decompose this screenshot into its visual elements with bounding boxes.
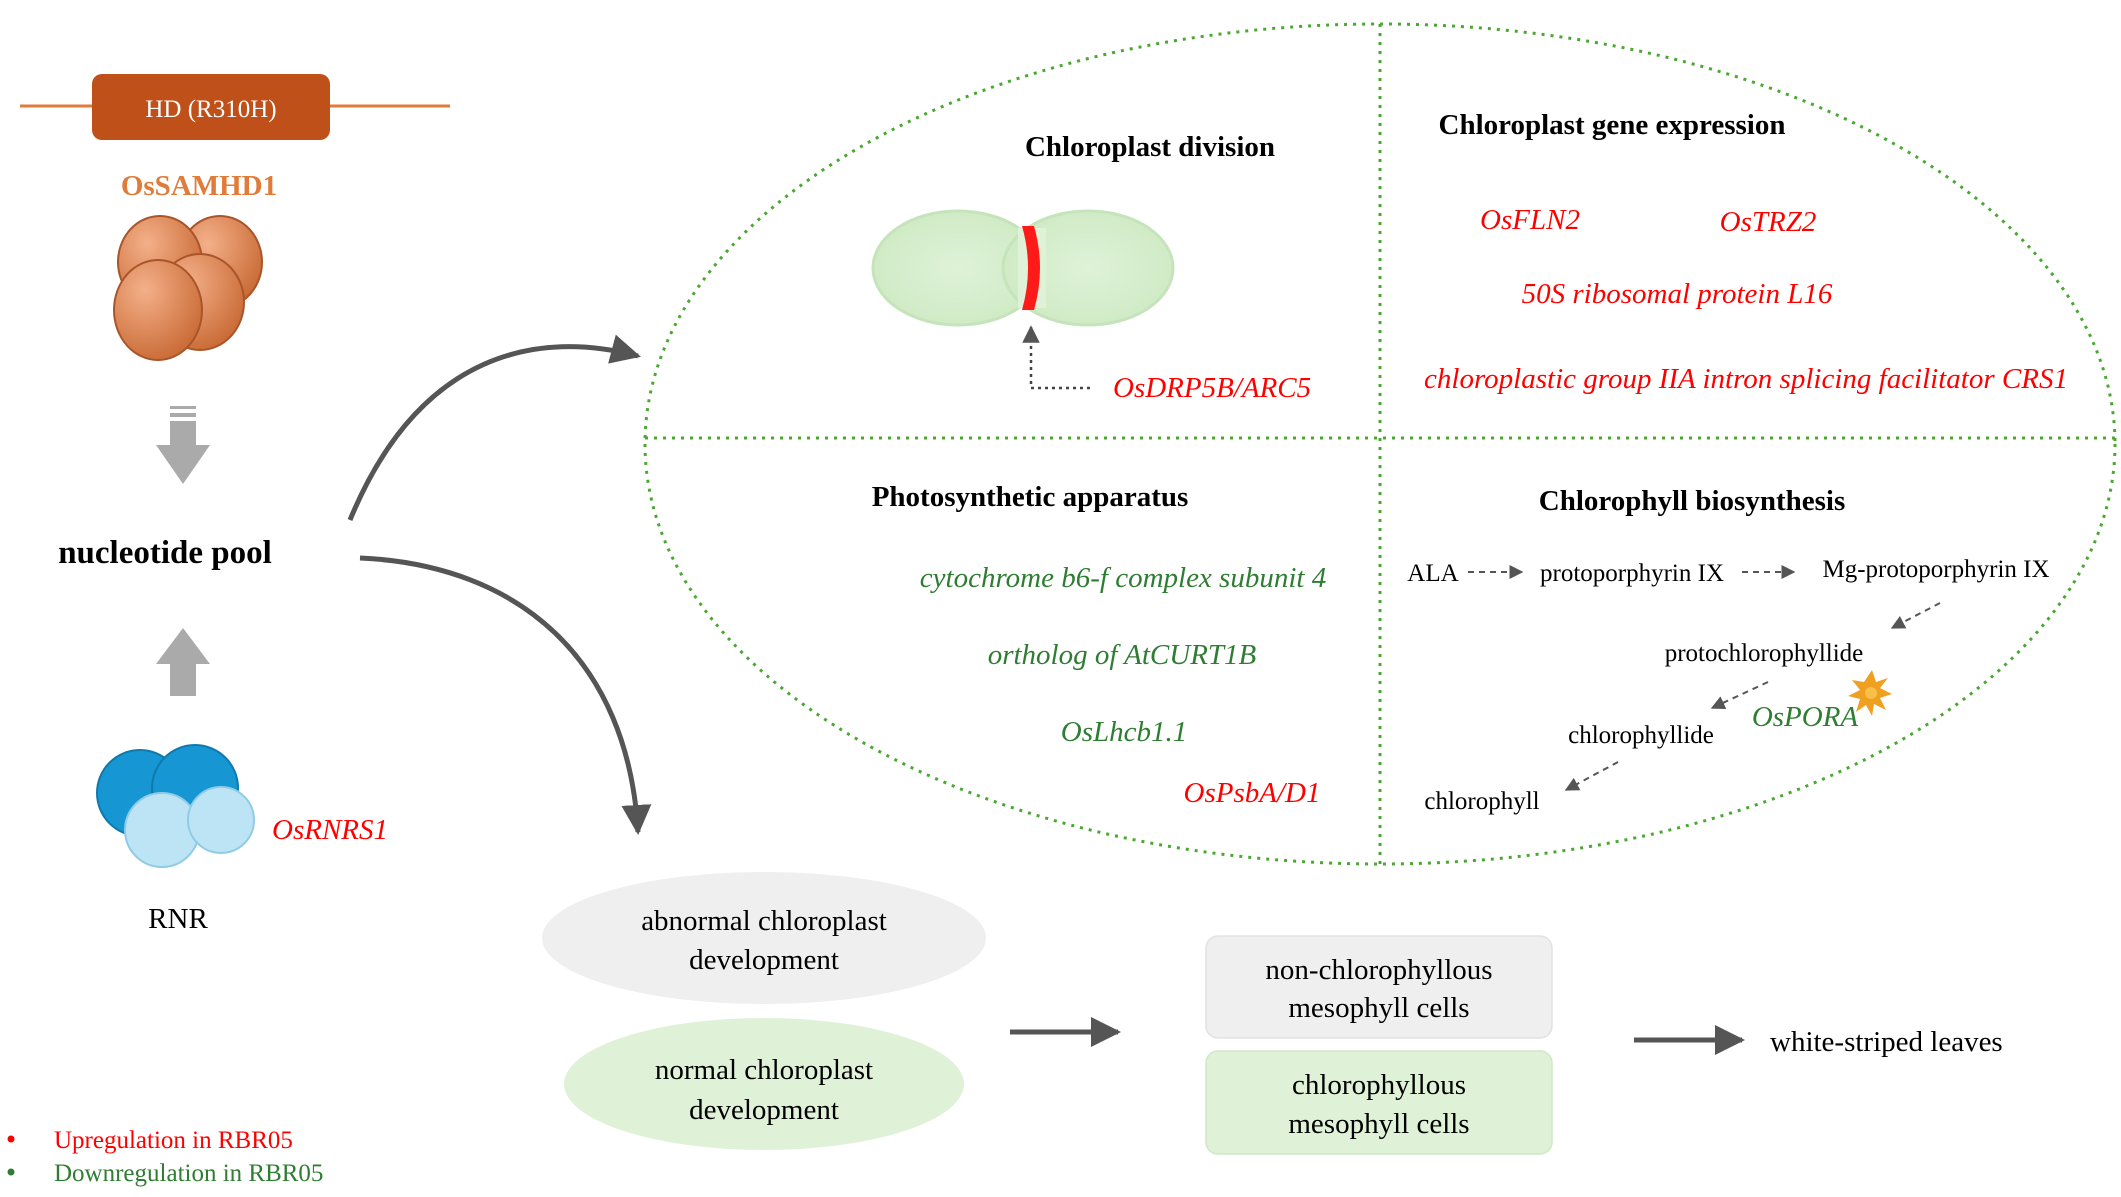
down-arrow-icon [156, 406, 210, 484]
normal-line2: development [689, 1094, 839, 1126]
division-gene: OsDRP5B/ARC5 [1113, 372, 1311, 404]
legend-up-bullet [7, 1135, 15, 1143]
photo-gene-cytb6f: cytochrome b6-f complex subunit 4 [920, 562, 1326, 594]
legend-down-label: Downregulation in RBR05 [54, 1160, 323, 1187]
rnr-gene-label: OsRNRS1 [272, 814, 388, 846]
abnormal-line1: abnormal chloroplast [641, 905, 887, 937]
step-chlorophyll: chlorophyll [1424, 788, 1539, 815]
step-chlorophyllide: chlorophyllide [1568, 722, 1714, 749]
chlorophyll-title: Chlorophyll biosynthesis [1539, 485, 1845, 517]
normal-line1: normal chloroplast [655, 1054, 873, 1086]
photo-gene-psba: OsPsbA/D1 [1184, 777, 1321, 809]
division-pointer-arrow [1022, 325, 1090, 390]
abnormal-development-ellipse [542, 872, 986, 1004]
arrow-pool-to-outcomes [359, 555, 652, 835]
division-title: Chloroplast division [1025, 131, 1275, 163]
expression-gene-fln2: OsFLN2 [1480, 204, 1580, 236]
step-arrow-3 [1890, 602, 1941, 629]
abnormal-line2: development [689, 944, 839, 976]
light-sun-icon [1848, 670, 1892, 716]
rnr-complex-icon [96, 744, 255, 868]
expression-gene-crs1: chloroplastic group IIA intron splicing … [1424, 363, 2068, 395]
chloro-line2: mesophyll cells [1288, 1108, 1469, 1140]
expression-gene-trz2: OsTRZ2 [1720, 206, 1817, 238]
samhd1-protein-icon [113, 215, 263, 361]
expression-title: Chloroplast gene expression [1439, 109, 1786, 141]
chloro-cells-box [1205, 1050, 1553, 1155]
expression-gene-l16: 50S ribosomal protein L16 [1522, 278, 1833, 310]
legend-down-bullet [7, 1168, 15, 1176]
step-protoporphyrin: protoporphyrin IX [1540, 560, 1724, 587]
nonchloro-line1: non-chlorophyllous [1265, 954, 1492, 986]
nonchloro-cells-box [1205, 935, 1553, 1039]
hd-domain-box [92, 74, 330, 140]
chlorophyll-gene-pora: OsPORA [1752, 701, 1859, 733]
legend-up-label: Upregulation in RBR05 [54, 1127, 293, 1154]
chloro-line1: chlorophyllous [1292, 1069, 1466, 1101]
step-mg-protoporphyrin: Mg-protoporphyrin IX [1822, 556, 2049, 583]
protein-name: OsSAMHD1 [121, 170, 277, 202]
nucleotide-pool-label: nucleotide pool [58, 535, 272, 571]
step-ala: ALA [1407, 560, 1458, 587]
result-label: white-striped leaves [1770, 1026, 2003, 1058]
arrow-pool-to-chloroplast [347, 334, 641, 521]
dividing-chloroplast-icon [871, 209, 1175, 327]
photo-gene-lhcb: OsLhcb1.1 [1061, 716, 1187, 748]
photosynthetic-title: Photosynthetic apparatus [872, 481, 1189, 513]
up-arrow-icon [156, 628, 210, 696]
step-protochlorophyllide: protochlorophyllide [1665, 640, 1864, 667]
chloroplast-ellipse [643, 22, 2117, 866]
rnr-label: RNR [148, 903, 208, 935]
hd-domain-label: HD (R310H) [145, 96, 276, 123]
normal-development-ellipse [564, 1018, 964, 1150]
photo-gene-curt1b: ortholog of AtCURT1B [988, 639, 1257, 671]
nonchloro-line2: mesophyll cells [1288, 992, 1469, 1024]
step-arrow-5 [1564, 761, 1619, 791]
